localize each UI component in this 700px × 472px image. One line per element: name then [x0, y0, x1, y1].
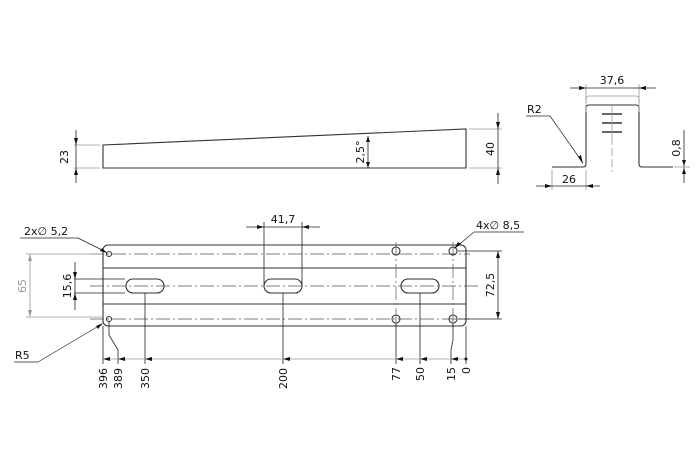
- ordinate-label: 389: [112, 368, 125, 389]
- dim-slot-length: 41,7: [271, 213, 296, 226]
- wedge-profile: [102, 128, 467, 169]
- ordinate-label: 396: [97, 368, 110, 389]
- dim-hole-spacing-left: 65: [16, 279, 29, 293]
- top-view: 2x∅ 5,2 4x∅ 8,5 41,7 65 15,6 72,5: [14, 213, 524, 389]
- ordinate-label: 200: [277, 368, 290, 389]
- ordinate-label: 15: [445, 367, 458, 381]
- dim-small-holes: 2x∅ 5,2: [24, 225, 68, 238]
- dim-slot-width: 15,6: [61, 274, 74, 299]
- dim-thickness: 0,8: [670, 139, 683, 157]
- hat-profile: [552, 104, 673, 168]
- dim-height-right: 40: [484, 142, 497, 156]
- dim-width-top: 37,6: [600, 74, 625, 87]
- ordinate-label: 50: [414, 367, 427, 381]
- dim-angle: 2,5°: [354, 141, 367, 164]
- plate-outline: [102, 244, 467, 327]
- dim-large-holes: 4x∅ 8,5: [476, 219, 520, 232]
- dim-bend-radius: R2: [527, 103, 542, 116]
- small-hole: [105, 250, 113, 258]
- ordinate-label: 77: [390, 367, 403, 381]
- dim-flange-width: 26: [562, 173, 576, 186]
- ordinate-label: 350: [139, 368, 152, 389]
- dim-corner-radius: R5: [15, 349, 30, 362]
- dim-height-left: 23: [58, 150, 71, 164]
- ordinate-label: 0: [460, 367, 473, 374]
- end-view: 37,6 R2 26 0,8: [526, 74, 690, 190]
- dim-hole-spacing-right: 72,5: [484, 273, 497, 298]
- side-view: 23 2,5° 40: [58, 113, 502, 184]
